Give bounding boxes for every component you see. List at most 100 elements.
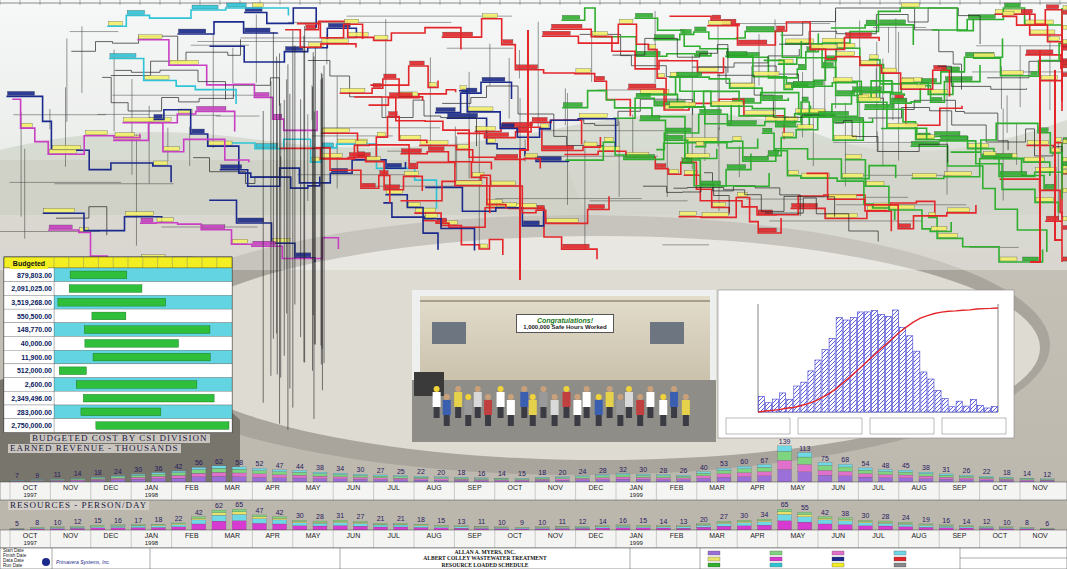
crew-legs bbox=[637, 414, 643, 426]
stacked-bar bbox=[111, 475, 125, 477]
activity-bar bbox=[870, 55, 878, 59]
logic-tie bbox=[479, 132, 480, 246]
bar-value: 42 bbox=[276, 509, 284, 516]
logic-tie bbox=[718, 26, 719, 146]
activity-bar bbox=[763, 128, 772, 132]
stacked-bar bbox=[111, 525, 125, 527]
stacked-bar bbox=[454, 478, 468, 479]
activity-bar bbox=[1026, 20, 1054, 24]
stacked-bar bbox=[555, 478, 569, 479]
activity-bar bbox=[858, 97, 880, 101]
stacked-bar bbox=[919, 472, 933, 473]
stacked-bar bbox=[252, 517, 266, 519]
logic-tie bbox=[739, 146, 740, 177]
stacked-bar bbox=[50, 527, 64, 529]
axis-tick bbox=[212, 482, 213, 500]
critical-path bbox=[520, 30, 528, 280]
bar-value: 20 bbox=[559, 469, 567, 476]
bar-value: 13 bbox=[680, 518, 688, 525]
ruler-tick bbox=[280, 0, 281, 5]
activity-bar bbox=[880, 20, 906, 24]
logic-tie bbox=[976, 45, 1067, 46]
ruler-tick bbox=[540, 0, 541, 5]
stacked-bar bbox=[454, 479, 468, 480]
ruler-tick bbox=[340, 0, 341, 5]
ruler-tick bbox=[660, 0, 661, 5]
activity-chain bbox=[122, 123, 248, 162]
stacked-bar bbox=[131, 528, 145, 530]
bar-value: 62 bbox=[215, 502, 223, 509]
table-header bbox=[4, 257, 232, 268]
stacked-bar bbox=[858, 474, 872, 478]
date-field: Data Date bbox=[3, 559, 24, 564]
axis-tick bbox=[90, 530, 91, 548]
stacked-bar bbox=[697, 523, 711, 525]
activity-bar bbox=[696, 142, 704, 146]
bar-value: 27 bbox=[357, 513, 365, 520]
stacked-bar bbox=[10, 480, 24, 481]
stacked-bar bbox=[273, 478, 287, 482]
activity-bar bbox=[197, 106, 226, 110]
axis-tick bbox=[535, 482, 536, 500]
stacked-bar bbox=[434, 480, 448, 482]
month-label: JAN bbox=[145, 484, 158, 491]
crew-legs bbox=[660, 414, 666, 426]
bar-value: 13 bbox=[458, 518, 466, 525]
activity-bar bbox=[579, 114, 607, 118]
activity-bar bbox=[345, 19, 359, 23]
stacked-bar bbox=[192, 518, 206, 520]
cell-line bbox=[700, 548, 701, 569]
cell-line bbox=[960, 558, 1067, 559]
bar-value: 11 bbox=[478, 518, 485, 525]
activity-bar bbox=[255, 92, 269, 96]
ruler-tick bbox=[500, 0, 501, 5]
stacked-bar bbox=[939, 526, 953, 528]
activity-bar bbox=[157, 218, 173, 222]
stacked-bar bbox=[151, 524, 165, 526]
stacked-bar bbox=[858, 526, 872, 530]
stacked-bar bbox=[212, 515, 226, 521]
stacked-bar bbox=[818, 517, 832, 519]
value-cell bbox=[4, 268, 54, 282]
cost-bar bbox=[92, 312, 126, 320]
table-header-cell-text: Budgeted bbox=[13, 260, 45, 267]
stacked-bar bbox=[212, 466, 226, 468]
activity-bar bbox=[154, 161, 168, 165]
stacked-bar bbox=[434, 478, 448, 479]
stacked-bar bbox=[131, 525, 145, 527]
axis-tick bbox=[494, 530, 495, 548]
stacked-bar bbox=[192, 517, 206, 519]
axis-tick bbox=[939, 482, 940, 500]
month-label: AUG bbox=[911, 484, 926, 491]
table-row bbox=[54, 378, 232, 392]
stacked-bar bbox=[111, 524, 125, 526]
stacked-bar bbox=[394, 476, 408, 478]
stacked-bar bbox=[91, 477, 105, 479]
stacked-bar bbox=[232, 469, 246, 473]
stacked-bar bbox=[757, 476, 771, 482]
title-block-text-text: ALBERT COLLEY WASTEWATER TREATMENT bbox=[423, 555, 546, 561]
activity-bar bbox=[891, 98, 907, 102]
logic-tie bbox=[590, 200, 688, 201]
axis-tick bbox=[818, 482, 819, 500]
drop-line bbox=[315, 47, 316, 344]
stacked-bar bbox=[717, 526, 731, 530]
legend-sample bbox=[770, 551, 782, 555]
activity-bar bbox=[599, 146, 620, 150]
bar-value: 30 bbox=[862, 512, 870, 519]
stacked-bar bbox=[535, 477, 549, 479]
month-label: JAN bbox=[630, 532, 643, 539]
histogram-bar bbox=[815, 360, 821, 412]
activity-chain bbox=[1025, 25, 1062, 68]
stacked-bar bbox=[212, 468, 226, 472]
stacked-bar bbox=[576, 526, 590, 527]
value-cell bbox=[4, 405, 54, 419]
histogram-bar bbox=[879, 314, 885, 412]
stacked-bar bbox=[798, 522, 812, 530]
cell-line bbox=[52, 548, 53, 569]
activity-chain bbox=[102, 77, 279, 111]
bar-value: 20 bbox=[700, 516, 708, 523]
activity-bar bbox=[1031, 71, 1038, 75]
stacked-bar bbox=[151, 473, 165, 474]
stacked-bar bbox=[757, 521, 771, 522]
